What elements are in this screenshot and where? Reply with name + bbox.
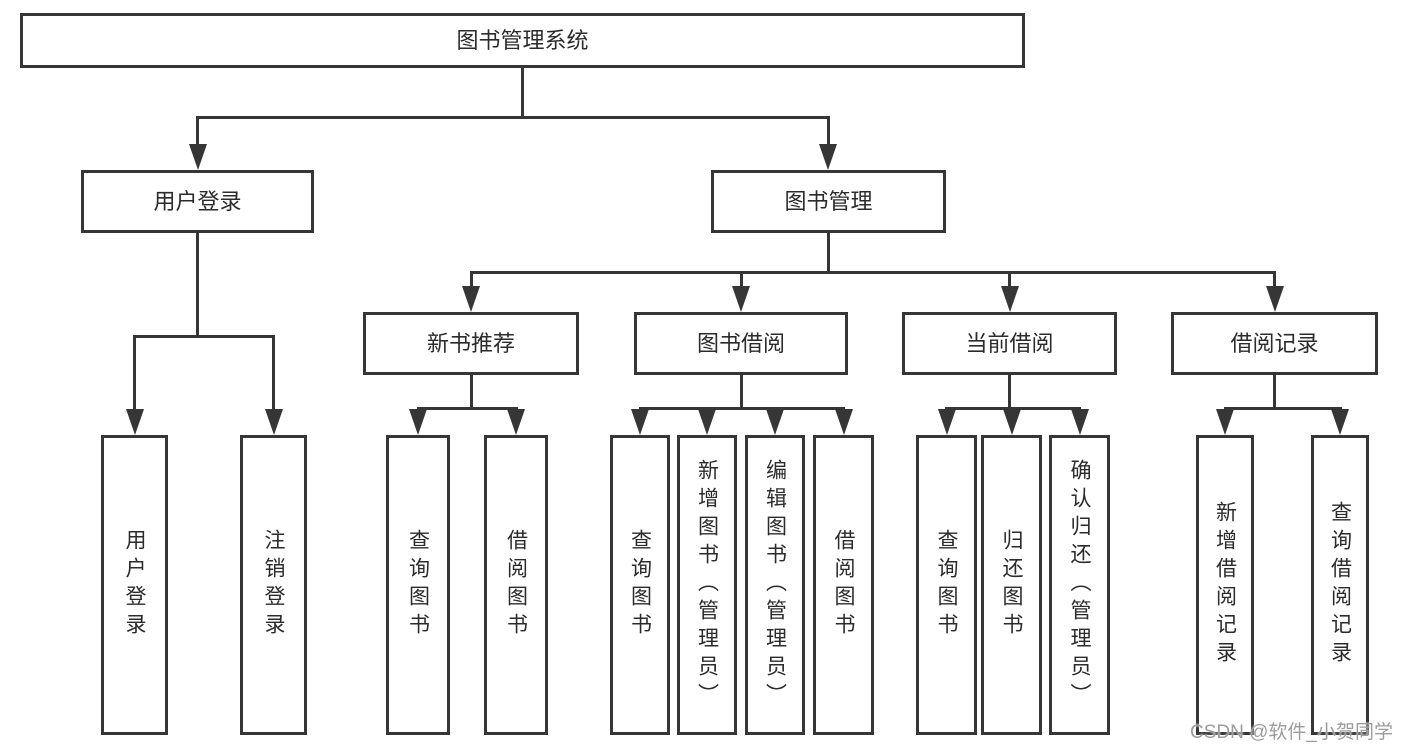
node-book-borrowing: 图书借阅 [634, 312, 848, 375]
connector-stem [1273, 375, 1276, 408]
leaf-borrowing-query-books: 查询图书 [610, 435, 670, 735]
connector-arrow-down [732, 272, 750, 312]
node-borrowing-records: 借阅记录 [1171, 312, 1378, 375]
leaf-current-return-books: 归还图书 [981, 435, 1042, 735]
connector-arrow-down [1265, 272, 1284, 312]
connector-arrow-down [834, 408, 853, 435]
node-label: 图书管理 [784, 188, 873, 214]
connector-elbow [1223, 406, 1342, 410]
leaf-logout: 注销登录 [240, 435, 307, 735]
connector-arrow-down [698, 408, 716, 435]
leaf-records-add-borrow-record: 新增借阅记录 [1196, 435, 1254, 735]
leaf-borrowing-add-books-admin: 新增图书（管理员） [677, 435, 737, 735]
connector-arrow-down [766, 408, 784, 435]
leaf-borrowing-borrow-books: 借阅图书 [813, 435, 874, 735]
node-new-book-recommendation: 新书推荐 [363, 312, 579, 375]
leaf-label: 确认归还（管理员） [1068, 459, 1091, 711]
leaf-records-query-borrow-record: 查询借阅记录 [1311, 435, 1369, 735]
connector-stem [469, 375, 473, 408]
leaf-label: 借阅图书 [504, 529, 528, 641]
node-current-borrowing: 当前借阅 [902, 312, 1117, 375]
connector-arrow-down [264, 336, 283, 435]
leaf-label: 注销登录 [262, 529, 285, 641]
connector-elbow [469, 270, 1276, 274]
connector-elbow [416, 406, 518, 410]
leaf-label: 编辑图书（管理员） [763, 459, 787, 711]
leaf-label: 查询图书 [406, 529, 430, 641]
node-label: 当前借阅 [965, 330, 1054, 356]
connector-stem [521, 68, 524, 117]
connector-arrow-down [1070, 408, 1089, 435]
leaf-label: 借阅图书 [832, 529, 855, 641]
connector-stem [196, 233, 199, 336]
connector-arrow-down [1331, 408, 1349, 435]
node-label: 图书借阅 [696, 330, 785, 356]
connector-elbow [638, 406, 845, 410]
connector-arrow-down [1216, 408, 1234, 435]
connector-arrow-down [631, 408, 649, 435]
leaf-label: 查询图书 [935, 529, 958, 641]
connector-arrow-down [188, 117, 207, 170]
connector-arrow-down [819, 117, 837, 170]
node-library-management-system: 图书管理系统 [20, 13, 1025, 68]
connector-elbow [133, 334, 275, 338]
connector-arrow-down [409, 408, 427, 435]
connector-arrow-down [1002, 408, 1021, 435]
node-book-management: 图书管理 [711, 170, 946, 233]
leaf-borrowing-edit-books-admin: 编辑图书（管理员） [745, 435, 805, 735]
connector-stem [1008, 375, 1011, 408]
leaf-label: 查询图书 [628, 529, 652, 641]
node-label: 图书管理系统 [456, 27, 589, 53]
connector-arrow-down [462, 272, 480, 312]
connector-arrow-down [1000, 272, 1019, 312]
connector-arrow-down [937, 408, 956, 435]
node-label: 借阅记录 [1230, 330, 1319, 356]
leaf-label: 用户登录 [123, 529, 146, 641]
csdn-watermark: CSDN @软件_小贺同学 [1190, 722, 1393, 743]
leaf-label: 新增借阅记录 [1213, 501, 1237, 669]
leaf-label: 查询借阅记录 [1328, 501, 1352, 669]
node-user-login: 用户登录 [81, 170, 314, 233]
leaf-current-confirm-return-admin: 确认归还（管理员） [1049, 435, 1110, 735]
connector-elbow [196, 115, 830, 119]
connector-arrow-down [507, 408, 525, 435]
connector-elbow [945, 406, 1081, 410]
connector-stem [739, 375, 743, 408]
leaf-recommend-query-books: 查询图书 [386, 435, 450, 735]
leaf-label: 新增图书（管理员） [695, 459, 719, 711]
leaf-label: 归还图书 [1000, 529, 1023, 641]
connector-stem [826, 233, 830, 272]
node-label: 新书推荐 [426, 330, 515, 356]
leaf-user-login: 用户登录 [101, 435, 168, 735]
connector-arrow-down [125, 336, 144, 435]
leaf-current-query-books: 查询图书 [916, 435, 977, 735]
leaf-recommend-borrow-books: 借阅图书 [484, 435, 548, 735]
node-label: 用户登录 [153, 188, 242, 214]
